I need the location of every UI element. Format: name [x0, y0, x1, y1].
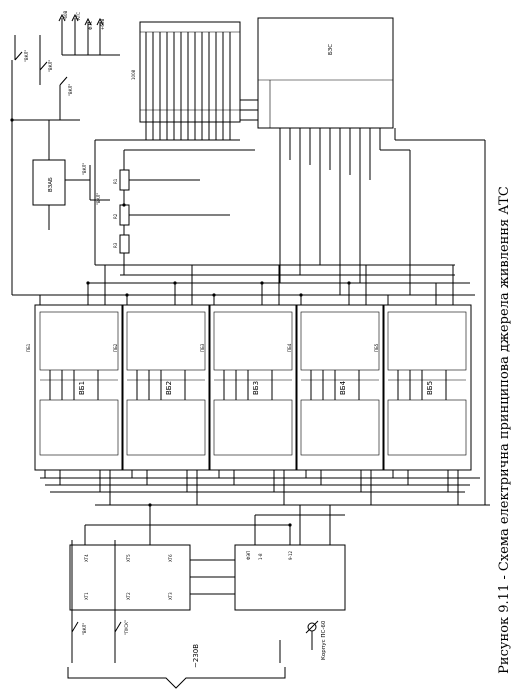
- resistor-r3: [119, 234, 130, 275]
- switch-a7-label: "ВКЛ": [96, 193, 101, 205]
- module-vb2-ref: ПБ2: [113, 343, 118, 352]
- resistor-r1: [119, 150, 130, 205]
- resistor-r3-label: R3: [113, 242, 118, 248]
- power-input-brace: [67, 667, 286, 689]
- resistor-r1-label: R1: [113, 178, 118, 184]
- switch-a4-label: "ВКЛ": [48, 60, 53, 72]
- switch-a3-label: "ВКЛ": [24, 50, 29, 62]
- contactor-xt5: XT5: [126, 554, 131, 562]
- module-pin-lines: [49, 370, 447, 400]
- junction-dots: [10, 118, 351, 527]
- switch-a1: [71, 621, 79, 633]
- phase-lines: [71, 540, 281, 663]
- bus-box-pins: [279, 128, 381, 180]
- switch-a1-label: "ВКЛ": [82, 623, 87, 635]
- module-top-bus: [12, 265, 475, 305]
- module-bottom-drops: [44, 470, 459, 505]
- power-label: ~230В: [192, 644, 200, 668]
- contactor-fep-wiring: [84, 504, 345, 595]
- switch-a6-label: "ВКЛ": [82, 163, 87, 175]
- switch-a2: [114, 621, 122, 633]
- module-vb3-ref: ПБ3: [200, 343, 205, 352]
- resistor-r2-label: R2: [113, 213, 118, 219]
- relay-wiring: [48, 120, 110, 230]
- module-vb5: [382, 304, 472, 471]
- module-vb1: [34, 304, 124, 471]
- module-vb1-label: ВБ1: [78, 381, 86, 395]
- module-vb1-ref: ПБ1: [26, 343, 31, 352]
- module-vb2-label: ВБ2: [165, 381, 173, 395]
- resistor-r2: [119, 204, 130, 235]
- bus-box-wiring: [240, 99, 490, 506]
- relay-box-label: ВЗАБ: [48, 177, 54, 192]
- connector-strip: [139, 21, 241, 123]
- fep-label: ФЭП: [246, 551, 251, 560]
- contactor-xt1: XT1: [84, 592, 89, 600]
- bus-box: [257, 17, 394, 129]
- module-vb2: [121, 304, 211, 471]
- rail-d-label: +60В: [100, 19, 105, 30]
- switch-a2-label: "ПУСК": [124, 620, 129, 635]
- rail-a-label: -60В: [63, 10, 68, 20]
- rail-c-label: Ф.М.: [88, 21, 93, 30]
- module-vb3-label: ВБ3: [252, 381, 260, 395]
- fep-pin-b: 9-12: [288, 550, 293, 560]
- figure-caption: Рисунок 9.11 - Схема електрична принципо…: [497, 186, 512, 674]
- ground-symbol: [305, 620, 319, 650]
- connector-strip-pins: [145, 32, 231, 140]
- contactor-xt6: XT6: [168, 554, 173, 562]
- contactor-xt3: XT3: [168, 592, 173, 600]
- module-vb4: [295, 304, 385, 471]
- module-vb5-label: ВБ5: [426, 381, 434, 395]
- connector-strip-label: 1008: [131, 69, 136, 80]
- contactor-xt4: XT4: [84, 554, 89, 562]
- module-vb5-ref: ПБ5: [374, 343, 379, 352]
- contactor-xt2: XT2: [126, 592, 131, 600]
- ground-label: Корпус ПС-60: [321, 620, 327, 660]
- module-bottom-bus: [40, 477, 490, 506]
- top-switches: [14, 35, 68, 120]
- left-rail: [11, 60, 80, 295]
- output-rails: [58, 13, 120, 56]
- rail-b-label: АТС: [76, 12, 81, 20]
- switch-a5-label: "ВКЛ": [68, 84, 73, 96]
- bus-box-label: БЗС: [328, 44, 334, 55]
- module-vb3: [208, 304, 298, 471]
- module-vb4-label: ВБ4: [339, 380, 347, 395]
- module-vb4-ref: ПБ4: [287, 343, 292, 352]
- fep-pin-a: 1-8: [258, 553, 263, 560]
